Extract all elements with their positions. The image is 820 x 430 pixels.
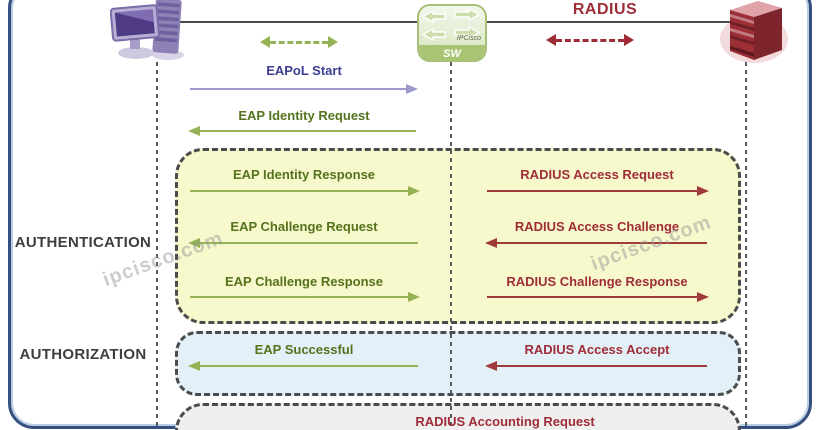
message-label-eap-challenge-request: EAP Challenge Request [230,219,378,234]
message-label-radius-challenge-response: RADIUS Challenge Response [506,274,688,289]
eapol-link-double-arrow-icon [260,35,338,49]
radius-link-double-arrow-icon [546,33,634,47]
server-lifeline [745,62,747,430]
arrow-eap-challenge-request [188,238,418,248]
arrow-eap-successful [188,361,418,371]
arrow-eapol-start [190,84,418,94]
client-lifeline [156,62,158,430]
authentication-box [175,148,741,324]
accounting-box [175,403,741,430]
switch-name-label: SW [443,48,461,60]
message-label-eap-successful: EAP Successful [254,342,354,357]
message-label-radius-accounting-request: RADIUS Accounting Request [415,414,595,429]
message-label-radius-access-request: RADIUS Access Request [520,167,674,182]
message-label-eap-identity-request: EAP Identity Request [238,108,370,123]
arrow-radius-access-accept [485,361,707,371]
arrow-radius-access-request [487,186,709,196]
switch-lifeline [450,62,452,430]
radius-server-icon [716,0,792,67]
switch-brand-label: IPCisco [456,35,481,42]
arrow-eap-identity-request [188,126,416,136]
switch-icon: IPCisco SW [417,4,487,62]
arrow-radius-challenge-response [487,292,709,302]
message-label-eap-identity-response: EAP Identity Response [232,167,376,182]
authorization-box [175,331,741,396]
message-label-radius-access-challenge: RADIUS Access Challenge [514,219,680,234]
message-label-radius-access-accept: RADIUS Access Accept [524,342,670,357]
message-label-eapol-start: EAPoL Start [266,63,342,78]
client-pc-icon [109,0,200,63]
radius-link-label: RADIUS [572,1,638,18]
arrow-radius-access-challenge [485,238,707,248]
authentication-section-label: AUTHENTICATION [14,234,152,251]
message-label-eap-challenge-response: EAP Challenge Response [225,274,383,289]
arrow-eap-challenge-response [190,292,420,302]
authorization-section-label: AUTHORIZATION [19,346,147,363]
arrow-eap-identity-response [190,186,420,196]
